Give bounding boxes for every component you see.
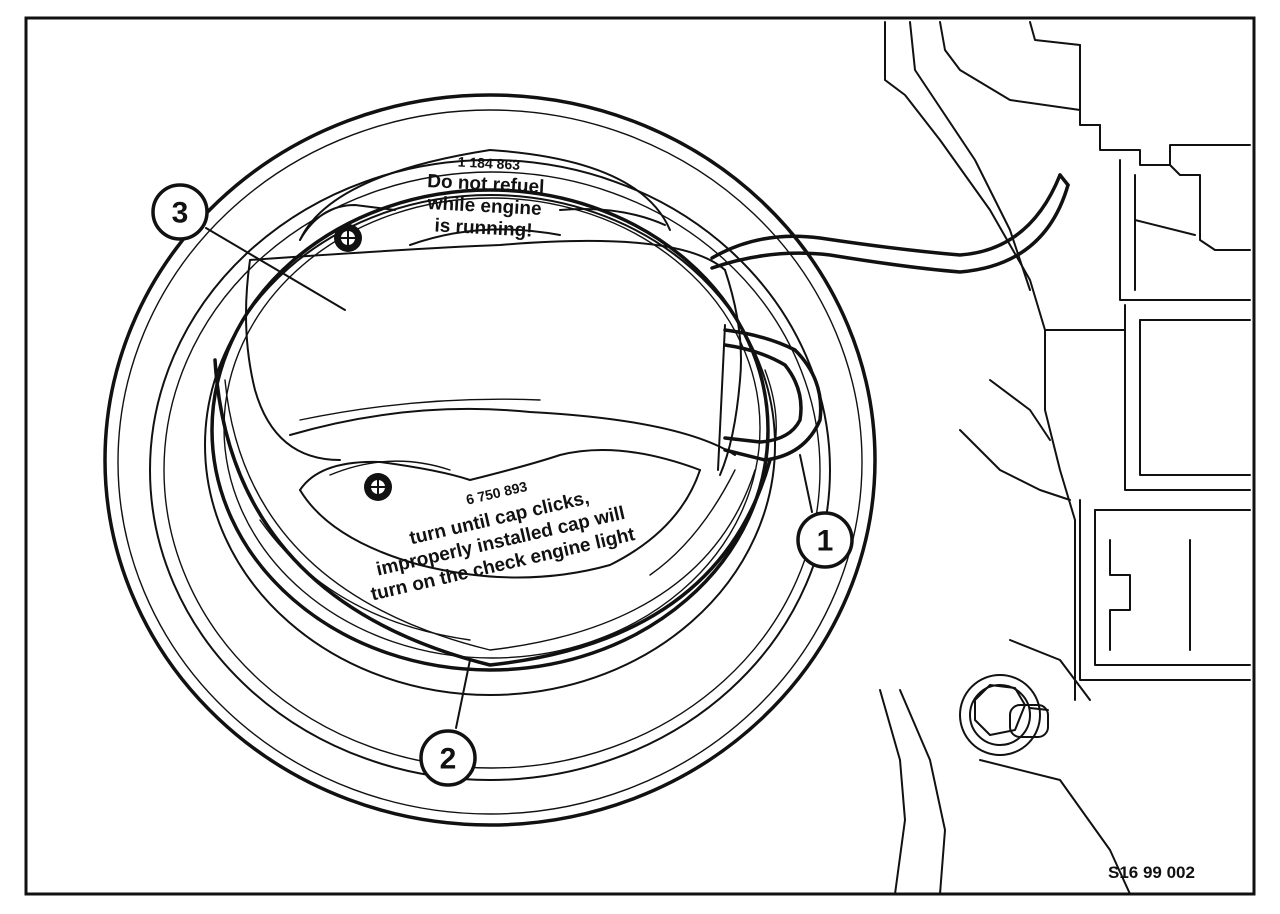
callout-3-label: 3 — [172, 197, 189, 230]
upper-part-number: 1 184 863 — [457, 154, 520, 173]
fuel-cap — [245, 149, 742, 641]
sealing-ring — [213, 358, 772, 667]
callout-3: 3 — [151, 183, 209, 241]
callout-2: 2 — [419, 729, 477, 787]
tether-strap — [710, 173, 1070, 471]
lower-logo-icon — [364, 473, 392, 501]
leader-lines — [205, 227, 813, 729]
lower-instruction-label: 6 750 893 turn until cap clicks, imprope… — [369, 478, 638, 605]
upper-warning-label: 1 184 863 Do not refuel while engine is … — [426, 154, 545, 242]
diagram-frame — [24, 16, 1256, 896]
upper-label-line-3: is running! — [434, 215, 533, 241]
upper-logo-icon — [334, 224, 362, 252]
mounting-bolt — [959, 674, 1049, 756]
reference-code: S16 99 002 — [1108, 863, 1195, 882]
callout-1: 1 — [796, 511, 854, 569]
callout-1-label: 1 — [817, 525, 834, 558]
body-panel — [879, 21, 1251, 895]
callout-2-label: 2 — [440, 743, 457, 776]
